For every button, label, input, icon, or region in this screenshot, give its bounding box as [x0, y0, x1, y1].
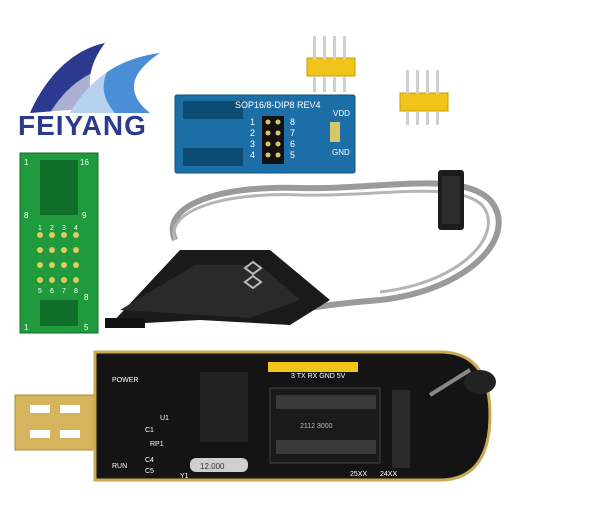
sop16-adapter-board: 1 16 8 9 1 2 3 4 5 6 7 8 1 8 5 [19, 152, 99, 334]
green-label-top-left: 1 [24, 158, 29, 167]
green-grid-top-3: 3 [62, 225, 66, 232]
adapter-pin-left-1: 1 [250, 117, 255, 127]
green-grid-bottom-6: 6 [50, 288, 54, 295]
label-c5: C5 [145, 468, 154, 475]
adapter-vdd-label: VDD [333, 109, 350, 118]
green-label-mid-left: 8 [24, 211, 29, 220]
ch341a-programmer: POWER RUN RP1 C4 C5 C1 U1 Y1 3 TX RX GND… [14, 350, 496, 482]
label-c1: C1 [145, 427, 154, 434]
pin-header-1 [306, 36, 356, 92]
green-label-top-right: 16 [80, 158, 89, 167]
green-label-bottom-left: 1 [24, 323, 29, 332]
green-label-bottom-mid-right: 5 [84, 323, 89, 332]
logo-wave-highlight [50, 66, 115, 113]
feiyang-logo [30, 43, 160, 113]
label-run: RUN [112, 463, 127, 470]
green-grid-bottom-8: 8 [74, 288, 78, 295]
adapter-pin-right-5: 5 [290, 150, 295, 160]
adapter-pin-left-4: 4 [250, 150, 255, 160]
adapter-gnd-label: GND [332, 148, 350, 157]
adapter-pin-right-7: 7 [290, 128, 295, 138]
sop-dip-adapter-board: SOP16/8-DIP8 REV4 VDD GND 1 2 3 4 8 7 6 … [174, 94, 356, 174]
adapter-title: SOP16/8-DIP8 REV4 [235, 100, 321, 110]
adapter-pin-right-8: 8 [290, 117, 295, 127]
label-rp1: RP1 [150, 441, 164, 448]
label-c4: C4 [145, 457, 154, 464]
adapter-pin-left-2: 2 [250, 128, 255, 138]
green-grid-top-2: 2 [50, 225, 54, 232]
pin-header-2 [399, 70, 449, 125]
label-y1: Y1 [180, 473, 189, 480]
label-power: POWER [112, 377, 138, 384]
label-crystal: 12.000 [200, 462, 225, 471]
green-grid-bottom-5: 5 [38, 288, 42, 295]
adapter-pin-left-3: 3 [250, 139, 255, 149]
adapter-pin-right-6: 6 [290, 139, 295, 149]
soic-test-clip [105, 170, 502, 328]
label-24xx: 24XX [380, 471, 397, 478]
label-header-pins: 3 TX RX GND 5V [291, 373, 346, 380]
green-label-mid-right: 9 [82, 211, 87, 220]
green-grid-top-1: 1 [38, 225, 42, 232]
green-grid-top-4: 4 [74, 225, 78, 232]
label-ic: 2112 3000 [300, 423, 333, 430]
label-25xx: 25XX [350, 471, 367, 478]
green-label-bottom-right: 8 [84, 293, 89, 302]
green-grid-bottom-7: 7 [62, 288, 66, 295]
brand-name: FEIYANG [18, 110, 147, 141]
label-u1: U1 [160, 415, 169, 422]
